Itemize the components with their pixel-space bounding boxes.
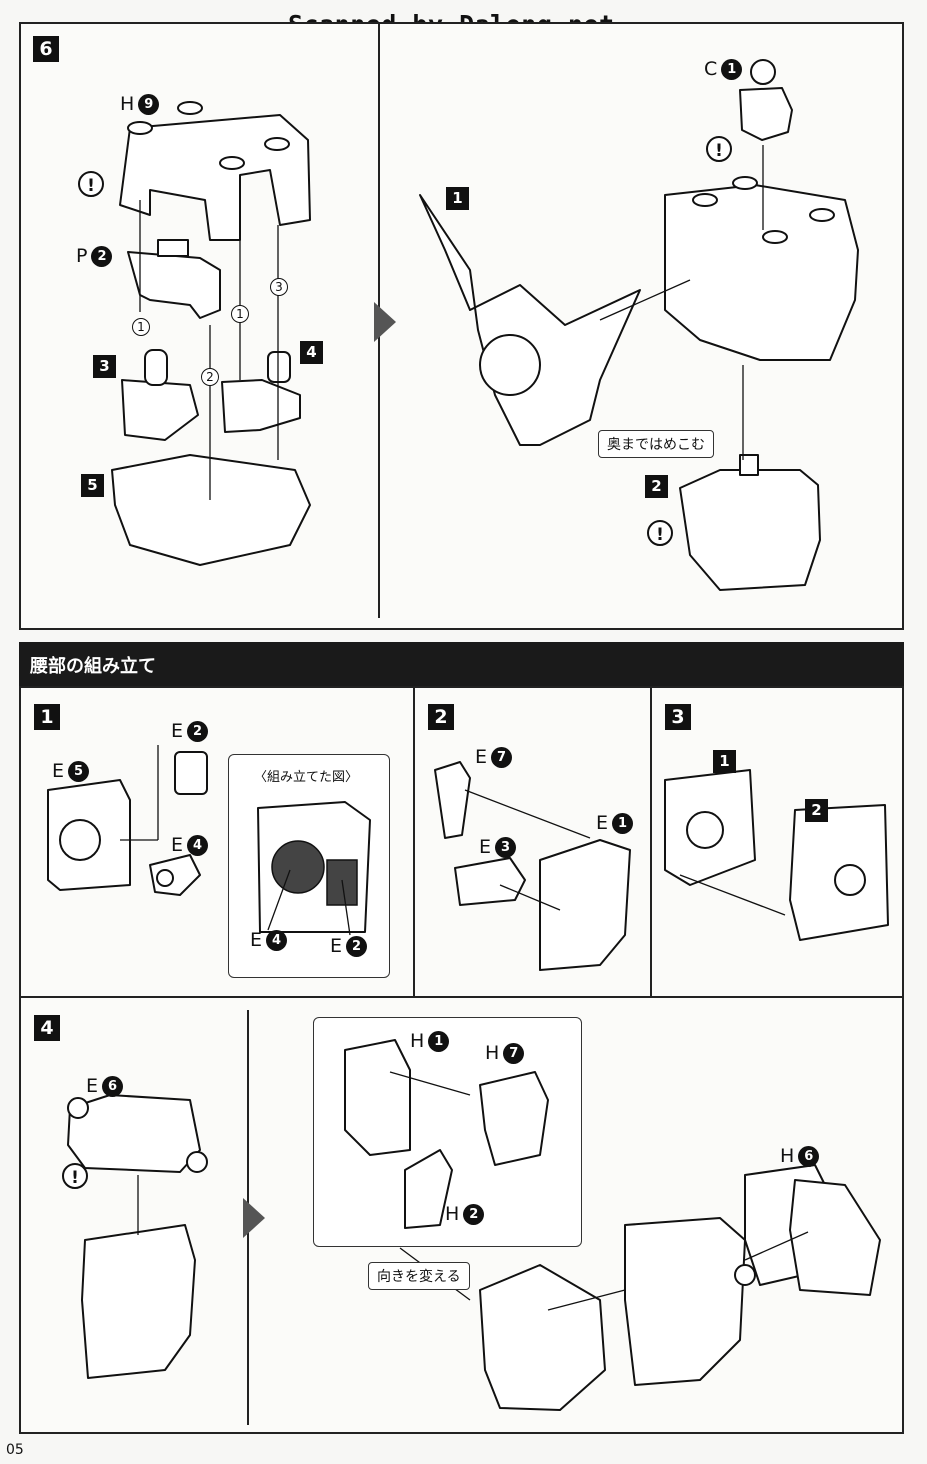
label-h2: H 2 — [445, 1203, 485, 1225]
part-letter: E — [479, 836, 492, 858]
waist-step2-number: 2 — [428, 704, 454, 730]
part-num: 3 — [495, 836, 517, 858]
order-mark-1b: 1 — [231, 305, 249, 323]
part-5-badge: 5 — [81, 474, 104, 497]
part-letter: P — [76, 245, 88, 267]
step6-label-p2: P 2 — [76, 245, 113, 267]
label-e6: E 6 — [86, 1075, 124, 1097]
label-h7: H 7 — [485, 1042, 525, 1064]
order-mark-1a: 1 — [132, 318, 150, 336]
part-num: 2 — [463, 1203, 485, 1225]
waist-step1-number: 1 — [34, 704, 60, 730]
warning-icon: ! — [78, 171, 104, 197]
label-e1: E 1 — [596, 812, 634, 834]
order-mark-3: 3 — [270, 278, 288, 296]
warning-icon: ! — [62, 1163, 88, 1189]
part-3-badge: 3 — [93, 355, 116, 378]
waist-step3-number: 3 — [665, 704, 691, 730]
part-letter: H — [485, 1042, 500, 1064]
part-num: 5 — [68, 760, 90, 782]
section-header — [19, 642, 904, 686]
part-num: 9 — [138, 93, 160, 115]
warning-icon: ! — [647, 520, 673, 546]
part-letter: E — [52, 760, 65, 782]
section-title: 腰部の組み立て — [30, 656, 156, 677]
part-num: 6 — [798, 1145, 820, 1167]
step4-note: 向きを変える — [368, 1262, 470, 1290]
label-e7: E 7 — [475, 746, 513, 768]
step6-note: 奥まではめこむ — [598, 430, 714, 458]
step6-drawing — [111, 59, 859, 591]
part-num: 7 — [503, 1042, 525, 1064]
detail-label-e2: E 2 — [330, 935, 368, 957]
step6-label-c1: C 1 — [704, 58, 743, 80]
label-e4: E 4 — [171, 834, 209, 856]
part-num: 2 — [91, 245, 113, 267]
part-letter: H — [445, 1203, 460, 1225]
part-num: 4 — [187, 834, 209, 856]
page-number: 05 — [6, 1442, 24, 1458]
part-letter: C — [704, 58, 718, 80]
label-e3: E 3 — [479, 836, 517, 858]
label-h6: H 6 — [780, 1145, 820, 1167]
part-num: 6 — [102, 1075, 124, 1097]
part-letter: E — [596, 812, 609, 834]
label-e5: E 5 — [52, 760, 90, 782]
part-num: 1 — [428, 1030, 450, 1052]
part-num: 2 — [187, 720, 209, 742]
part-num: 2 — [346, 935, 368, 957]
detail-title: 〈組み立てた図〉 — [254, 770, 359, 785]
part-num: 1 — [721, 58, 743, 80]
part-letter: E — [330, 935, 343, 957]
part-num: 4 — [266, 929, 288, 951]
part-num: 7 — [491, 746, 513, 768]
part-4-badge: 4 — [300, 341, 323, 364]
part-letter: H — [410, 1030, 425, 1052]
order-mark-2: 2 — [201, 368, 219, 386]
part-letter: E — [171, 834, 184, 856]
part-num: 1 — [612, 812, 634, 834]
part-letter: H — [780, 1145, 795, 1167]
step6-number: 6 — [33, 36, 59, 62]
label-e2: E 2 — [171, 720, 209, 742]
next-arrow-icon — [374, 302, 396, 342]
part-letter: E — [250, 929, 263, 951]
waist-step4-number: 4 — [34, 1015, 60, 1041]
part-letter: E — [171, 720, 184, 742]
step6-label-h9: H 9 — [120, 93, 160, 115]
part-letter: E — [475, 746, 488, 768]
label-h1: H 1 — [410, 1030, 450, 1052]
part-2-badge: 2 — [645, 475, 668, 498]
part-letter: H — [120, 93, 135, 115]
warning-icon: ! — [706, 136, 732, 162]
next-arrow-icon — [243, 1198, 265, 1238]
part-letter: E — [86, 1075, 99, 1097]
part-1-badge: 1 — [446, 187, 469, 210]
step3-part2-badge: 2 — [805, 799, 828, 822]
step3-part1-badge: 1 — [713, 750, 736, 773]
detail-label-e4: E 4 — [250, 929, 288, 951]
